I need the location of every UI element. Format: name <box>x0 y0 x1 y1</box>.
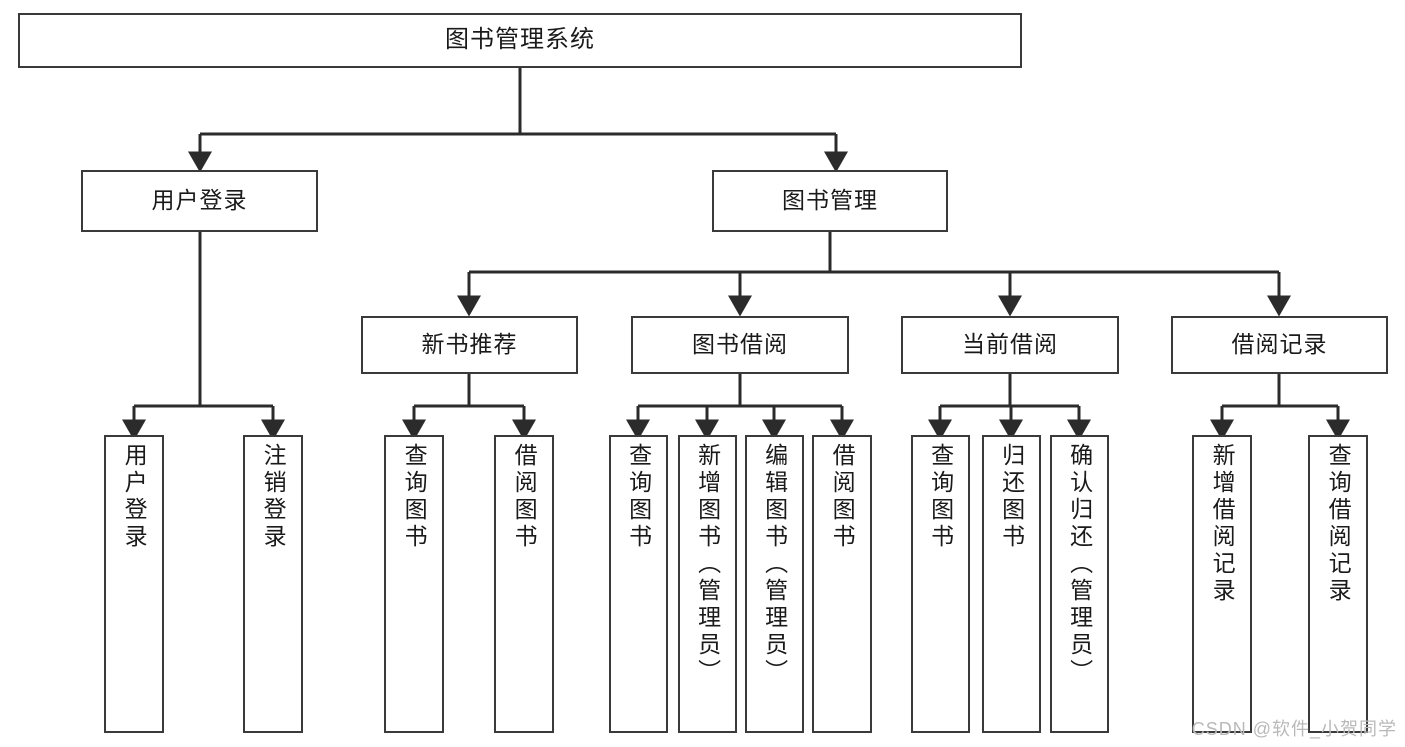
leaf-query-borrow-record[interactable]: 查询借阅记录 <box>1308 435 1368 733</box>
node-label: 图书管理系统 <box>445 26 595 54</box>
node-label: 查询图书 <box>625 443 652 551</box>
leaf-user-login[interactable]: 用户登录 <box>104 435 164 733</box>
leaf-borrow-book[interactable]: 借阅图书 <box>812 435 872 733</box>
leaf-query-book-recommend[interactable]: 查询图书 <box>384 435 444 733</box>
node-label: 查询借阅记录 <box>1325 443 1352 605</box>
node-borrow-record[interactable]: 借阅记录 <box>1171 316 1388 374</box>
node-label: 当前借阅 <box>962 331 1058 358</box>
node-label: 注销登录 <box>260 443 287 551</box>
node-label: 编辑图书（管理员） <box>761 443 788 686</box>
leaf-borrow-book-recommend[interactable]: 借阅图书 <box>494 435 554 733</box>
leaf-query-book-borrow[interactable]: 查询图书 <box>609 435 668 733</box>
node-label: 新增图书（管理员） <box>694 443 721 686</box>
node-label: 归还图书 <box>998 443 1025 551</box>
node-label: 新书推荐 <box>421 331 518 358</box>
node-user-login[interactable]: 用户登录 <box>81 170 318 232</box>
node-label: 查询图书 <box>401 443 428 551</box>
node-new-book-recommend[interactable]: 新书推荐 <box>361 316 578 374</box>
node-current-borrow[interactable]: 当前借阅 <box>901 316 1119 374</box>
node-label: 借阅记录 <box>1231 331 1328 358</box>
node-label: 查询图书 <box>927 443 954 551</box>
leaf-confirm-return-admin[interactable]: 确认归还（管理员） <box>1050 435 1109 733</box>
leaf-edit-book-admin[interactable]: 编辑图书（管理员） <box>745 435 804 733</box>
node-book-management[interactable]: 图书管理 <box>712 170 948 232</box>
node-label: 新增借阅记录 <box>1209 443 1236 605</box>
node-label: 图书管理 <box>782 187 878 214</box>
leaf-return-book[interactable]: 归还图书 <box>982 435 1041 733</box>
node-label: 用户登录 <box>121 443 148 551</box>
node-label: 借阅图书 <box>511 443 538 551</box>
node-root-system[interactable]: 图书管理系统 <box>18 13 1022 68</box>
leaf-add-book-admin[interactable]: 新增图书（管理员） <box>678 435 737 733</box>
node-label: 确认归还（管理员） <box>1066 443 1093 686</box>
leaf-logout-login[interactable]: 注销登录 <box>243 435 303 733</box>
watermark-text: CSDN @软件_小贺同学 <box>1191 719 1397 739</box>
node-label: 借阅图书 <box>829 443 856 551</box>
node-book-borrow[interactable]: 图书借阅 <box>631 316 849 374</box>
node-label: 用户登录 <box>151 187 248 214</box>
leaf-add-borrow-record[interactable]: 新增借阅记录 <box>1192 435 1252 733</box>
leaf-query-book-current[interactable]: 查询图书 <box>911 435 970 733</box>
node-label: 图书借阅 <box>692 331 788 358</box>
